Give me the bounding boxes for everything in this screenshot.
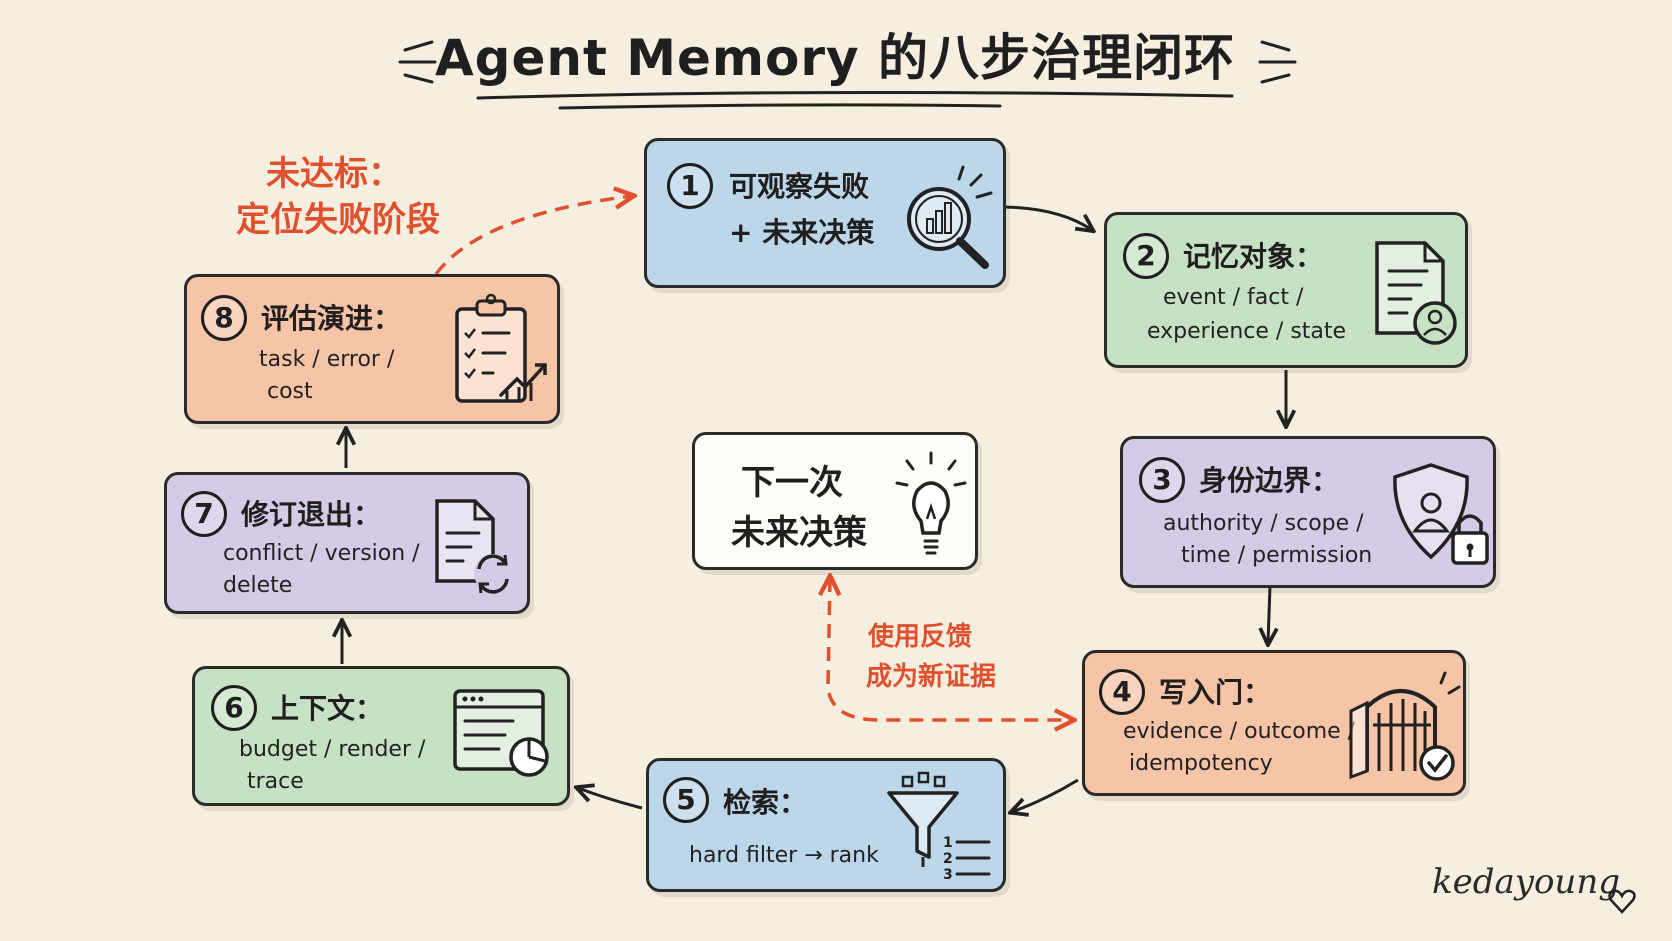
- step-7-box: 7 修订退出： conflict / version / delete: [164, 472, 530, 614]
- step-2-line1: event / fact /: [1163, 285, 1304, 310]
- step-8-number: 8: [201, 295, 247, 341]
- step-4-line2: idempotency: [1129, 751, 1273, 776]
- step-6-line1: budget / render /: [239, 737, 426, 762]
- rank-digit-3: 3: [943, 867, 953, 883]
- document-refresh-icon: [435, 499, 512, 594]
- step-5-line1: hard filter → rank: [689, 843, 879, 868]
- shield-lock-icon: [1393, 463, 1489, 565]
- step-2-line2: experience / state: [1147, 319, 1347, 344]
- fail-note-line2: 定位失败阶段: [236, 200, 440, 240]
- center-line2: 未来决策: [731, 513, 867, 553]
- rank-digit-2: 2: [943, 851, 953, 867]
- step-7-heading: 修订退出：: [241, 498, 382, 531]
- step-7-line1: conflict / version /: [223, 541, 420, 566]
- heart-icon: [1608, 889, 1636, 914]
- step-1-line1: 可观察失败: [729, 170, 870, 203]
- step-5-number: 5: [663, 777, 709, 823]
- step-3-box: 3 身份边界： authority / scope / time / permi…: [1120, 436, 1496, 588]
- step-5-heading: 检索：: [723, 786, 808, 819]
- lightbulb-icon: [895, 451, 967, 555]
- step-1-number: 1: [667, 163, 713, 209]
- clipboard-trend-icon: [455, 293, 547, 403]
- step-5-box: 5 检索： hard filter → rank 1 2 3: [646, 758, 1006, 892]
- step-6-number: 6: [211, 685, 257, 731]
- step-8-heading: 评估演进：: [261, 302, 402, 335]
- step-8-line1: task / error /: [259, 347, 395, 372]
- step-1-box: 1 可观察失败 + 未来决策: [644, 138, 1006, 288]
- feedback-note-line2: 成为新证据: [866, 662, 997, 692]
- arrow-4-to-5: [1012, 778, 1079, 812]
- center-line1: 下一次: [741, 463, 843, 503]
- step-3-number: 3: [1139, 457, 1185, 503]
- author-signature: kedayoung: [1432, 862, 1620, 902]
- title-sparks-right: [1258, 40, 1297, 84]
- arrow-3-to-4: [1268, 585, 1270, 643]
- step-4-line1: evidence / outcome /: [1123, 719, 1356, 744]
- step-8-box: 8 评估演进： task / error / cost: [184, 274, 560, 424]
- magnifier-chart-icon: [907, 165, 993, 269]
- step-6-heading: 上下文：: [271, 692, 384, 725]
- step-3-heading: 身份边界：: [1199, 464, 1340, 497]
- step-4-box: 4 写入门： evidence / outcome / idempotency: [1082, 650, 1466, 796]
- feedback-note-line1: 使用反馈: [868, 622, 973, 652]
- step-2-heading: 记忆对象：: [1183, 240, 1324, 273]
- window-chart-icon: [453, 689, 549, 777]
- gate-check-icon: [1349, 671, 1461, 781]
- step-6-box: 6 上下文： budget / render / trace: [192, 666, 570, 806]
- step-3-line2: time / permission: [1181, 543, 1373, 568]
- step-1-line2: + 未来决策: [729, 216, 875, 249]
- step-7-line2: delete: [223, 573, 293, 598]
- document-user-icon: [1375, 241, 1457, 345]
- step-2-number: 2: [1123, 233, 1169, 279]
- step-4-heading: 写入门：: [1159, 676, 1272, 709]
- fail-note-line1: 未达标：: [266, 154, 402, 194]
- funnel-ranking-icon: 1 2 3: [887, 771, 991, 883]
- rank-digit-1: 1: [943, 835, 953, 851]
- center-next-decision-box: 下一次 未来决策: [692, 432, 978, 570]
- step-3-line1: authority / scope /: [1163, 511, 1364, 536]
- diagram-title: Agent Memory 的八步治理闭环: [434, 29, 1236, 87]
- step-7-number: 7: [181, 491, 227, 537]
- arrow-1-to-2: [1003, 205, 1092, 230]
- arrow-5-to-6: [578, 788, 643, 810]
- step-2-box: 2 记忆对象： event / fact / experience / stat…: [1104, 212, 1468, 368]
- step-6-line2: trace: [247, 769, 304, 794]
- step-8-line2: cost: [267, 379, 313, 404]
- arrow-8-to-1-dashed: [434, 196, 632, 276]
- step-4-number: 4: [1099, 669, 1145, 715]
